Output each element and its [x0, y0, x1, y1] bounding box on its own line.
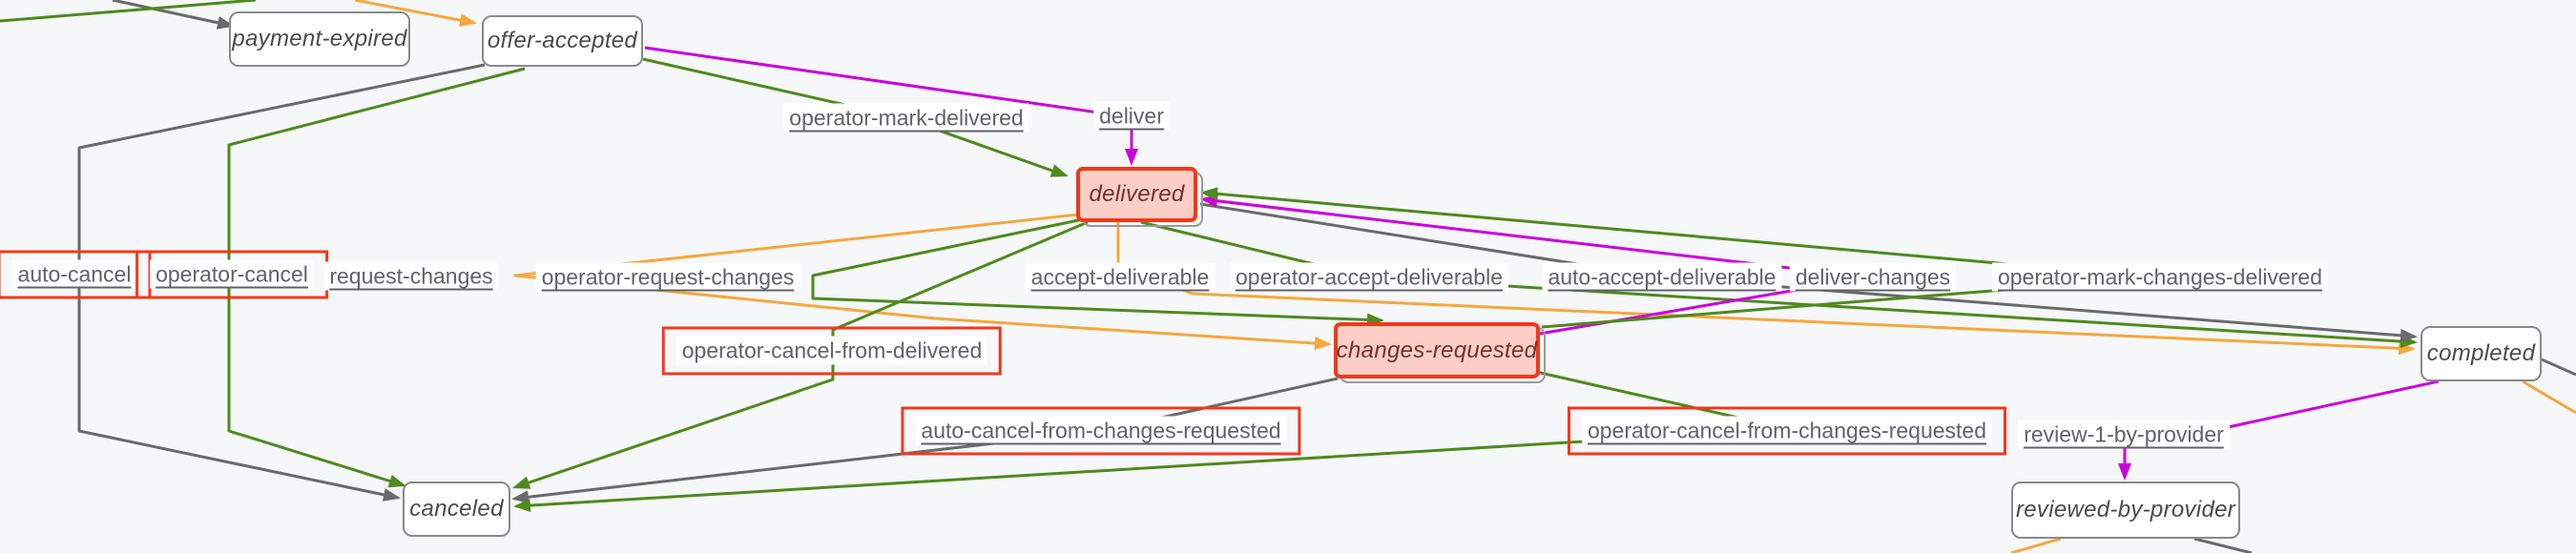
- node-label: completed: [2426, 340, 2536, 366]
- edge-label-text: auto-accept-deliverable: [1542, 262, 1782, 292]
- node-canceled[interactable]: canceled: [403, 481, 510, 537]
- edge-gray: [2193, 537, 2253, 553]
- edge-label-operator-request-changes[interactable]: operator-request-changes: [535, 262, 800, 292]
- node-label: canceled: [409, 496, 504, 522]
- edge-orange: [513, 213, 1332, 351]
- edge-label-auto-cancel[interactable]: auto-cancel: [0, 250, 152, 299]
- edge-label-request-changes[interactable]: request-changes: [323, 261, 499, 291]
- edge-label-auto-cancel-from-changes-requested[interactable]: auto-cancel-from-changes-requested: [901, 406, 1301, 456]
- edge-label-text: auto-cancel-from-changes-requested: [915, 416, 1287, 445]
- edge-green: [1200, 187, 2160, 329]
- edge-orange: [2010, 537, 2062, 553]
- edge-label-operator-mark-changes-delivered[interactable]: operator-mark-changes-delivered: [1991, 262, 2329, 292]
- edge-label-text: auto-cancel: [11, 259, 137, 289]
- node-completed[interactable]: completed: [2420, 326, 2542, 381]
- edge-label-operator-cancel-from-changes-requested[interactable]: operator-cancel-from-changes-requested: [1567, 406, 2007, 456]
- node-reviewed-by-provider[interactable]: reviewed-by-provider: [2011, 481, 2240, 539]
- edge-label-deliver-changes[interactable]: deliver-changes: [1789, 262, 1957, 292]
- edge-label-text: operator-cancel-from-changes-requested: [1581, 416, 1993, 445]
- edge-label-text: operator-cancel-from-delivered: [675, 336, 988, 365]
- edge-orange: [2522, 379, 2576, 415]
- edge-label-text: operator-request-changes: [535, 262, 800, 292]
- edge-label-text: accept-deliverable: [1025, 262, 1215, 292]
- edge-label-deliver[interactable]: deliver: [1093, 101, 1170, 131]
- edge-label-text: operator-cancel: [150, 259, 314, 289]
- edge-label-operator-cancel-from-delivered[interactable]: operator-cancel-from-delivered: [661, 326, 1003, 376]
- edge-label-accept-deliverable[interactable]: accept-deliverable: [1025, 262, 1215, 292]
- edge-label-text: request-changes: [323, 261, 499, 291]
- node-offer-accepted[interactable]: offer-accepted: [482, 15, 643, 67]
- node-label: delivered: [1089, 181, 1185, 207]
- edge-label-operator-mark-delivered[interactable]: operator-mark-delivered: [783, 103, 1029, 133]
- edge-gray: [77, 63, 486, 502]
- edge-green: [811, 217, 1384, 327]
- edge-label-text: operator-mark-delivered: [783, 103, 1029, 133]
- edge-label-text: operator-accept-deliverable: [1230, 262, 1508, 292]
- node-label: offer-accepted: [487, 28, 638, 53]
- edge-label-auto-accept-deliverable[interactable]: auto-accept-deliverable: [1542, 262, 1782, 292]
- node-label: payment-expired: [232, 26, 407, 51]
- edge-label-operator-accept-deliverable[interactable]: operator-accept-deliverable: [1230, 262, 1508, 292]
- edge-green: [0, 0, 257, 23]
- edge-gray: [2541, 358, 2576, 377]
- edge-label-text: deliver: [1093, 101, 1170, 131]
- edge-label-text: operator-mark-changes-delivered: [1991, 262, 2329, 292]
- edge-orange: [354, 0, 477, 28]
- edge-label-review-1-by-provider[interactable]: review-1-by-provider: [2018, 420, 2230, 449]
- edge-label-operator-cancel[interactable]: operator-cancel: [135, 250, 328, 299]
- edge-label-text: review-1-by-provider: [2018, 420, 2230, 449]
- node-payment-expired[interactable]: payment-expired: [229, 11, 410, 67]
- node-changes-requested[interactable]: changes-requested: [1334, 322, 1540, 379]
- node-label: changes-requested: [1336, 337, 1538, 363]
- node-delivered[interactable]: delivered: [1076, 167, 1197, 222]
- edge-gray: [112, 0, 235, 30]
- node-label: reviewed-by-provider: [2015, 497, 2236, 522]
- edge-label-text: deliver-changes: [1789, 262, 1957, 292]
